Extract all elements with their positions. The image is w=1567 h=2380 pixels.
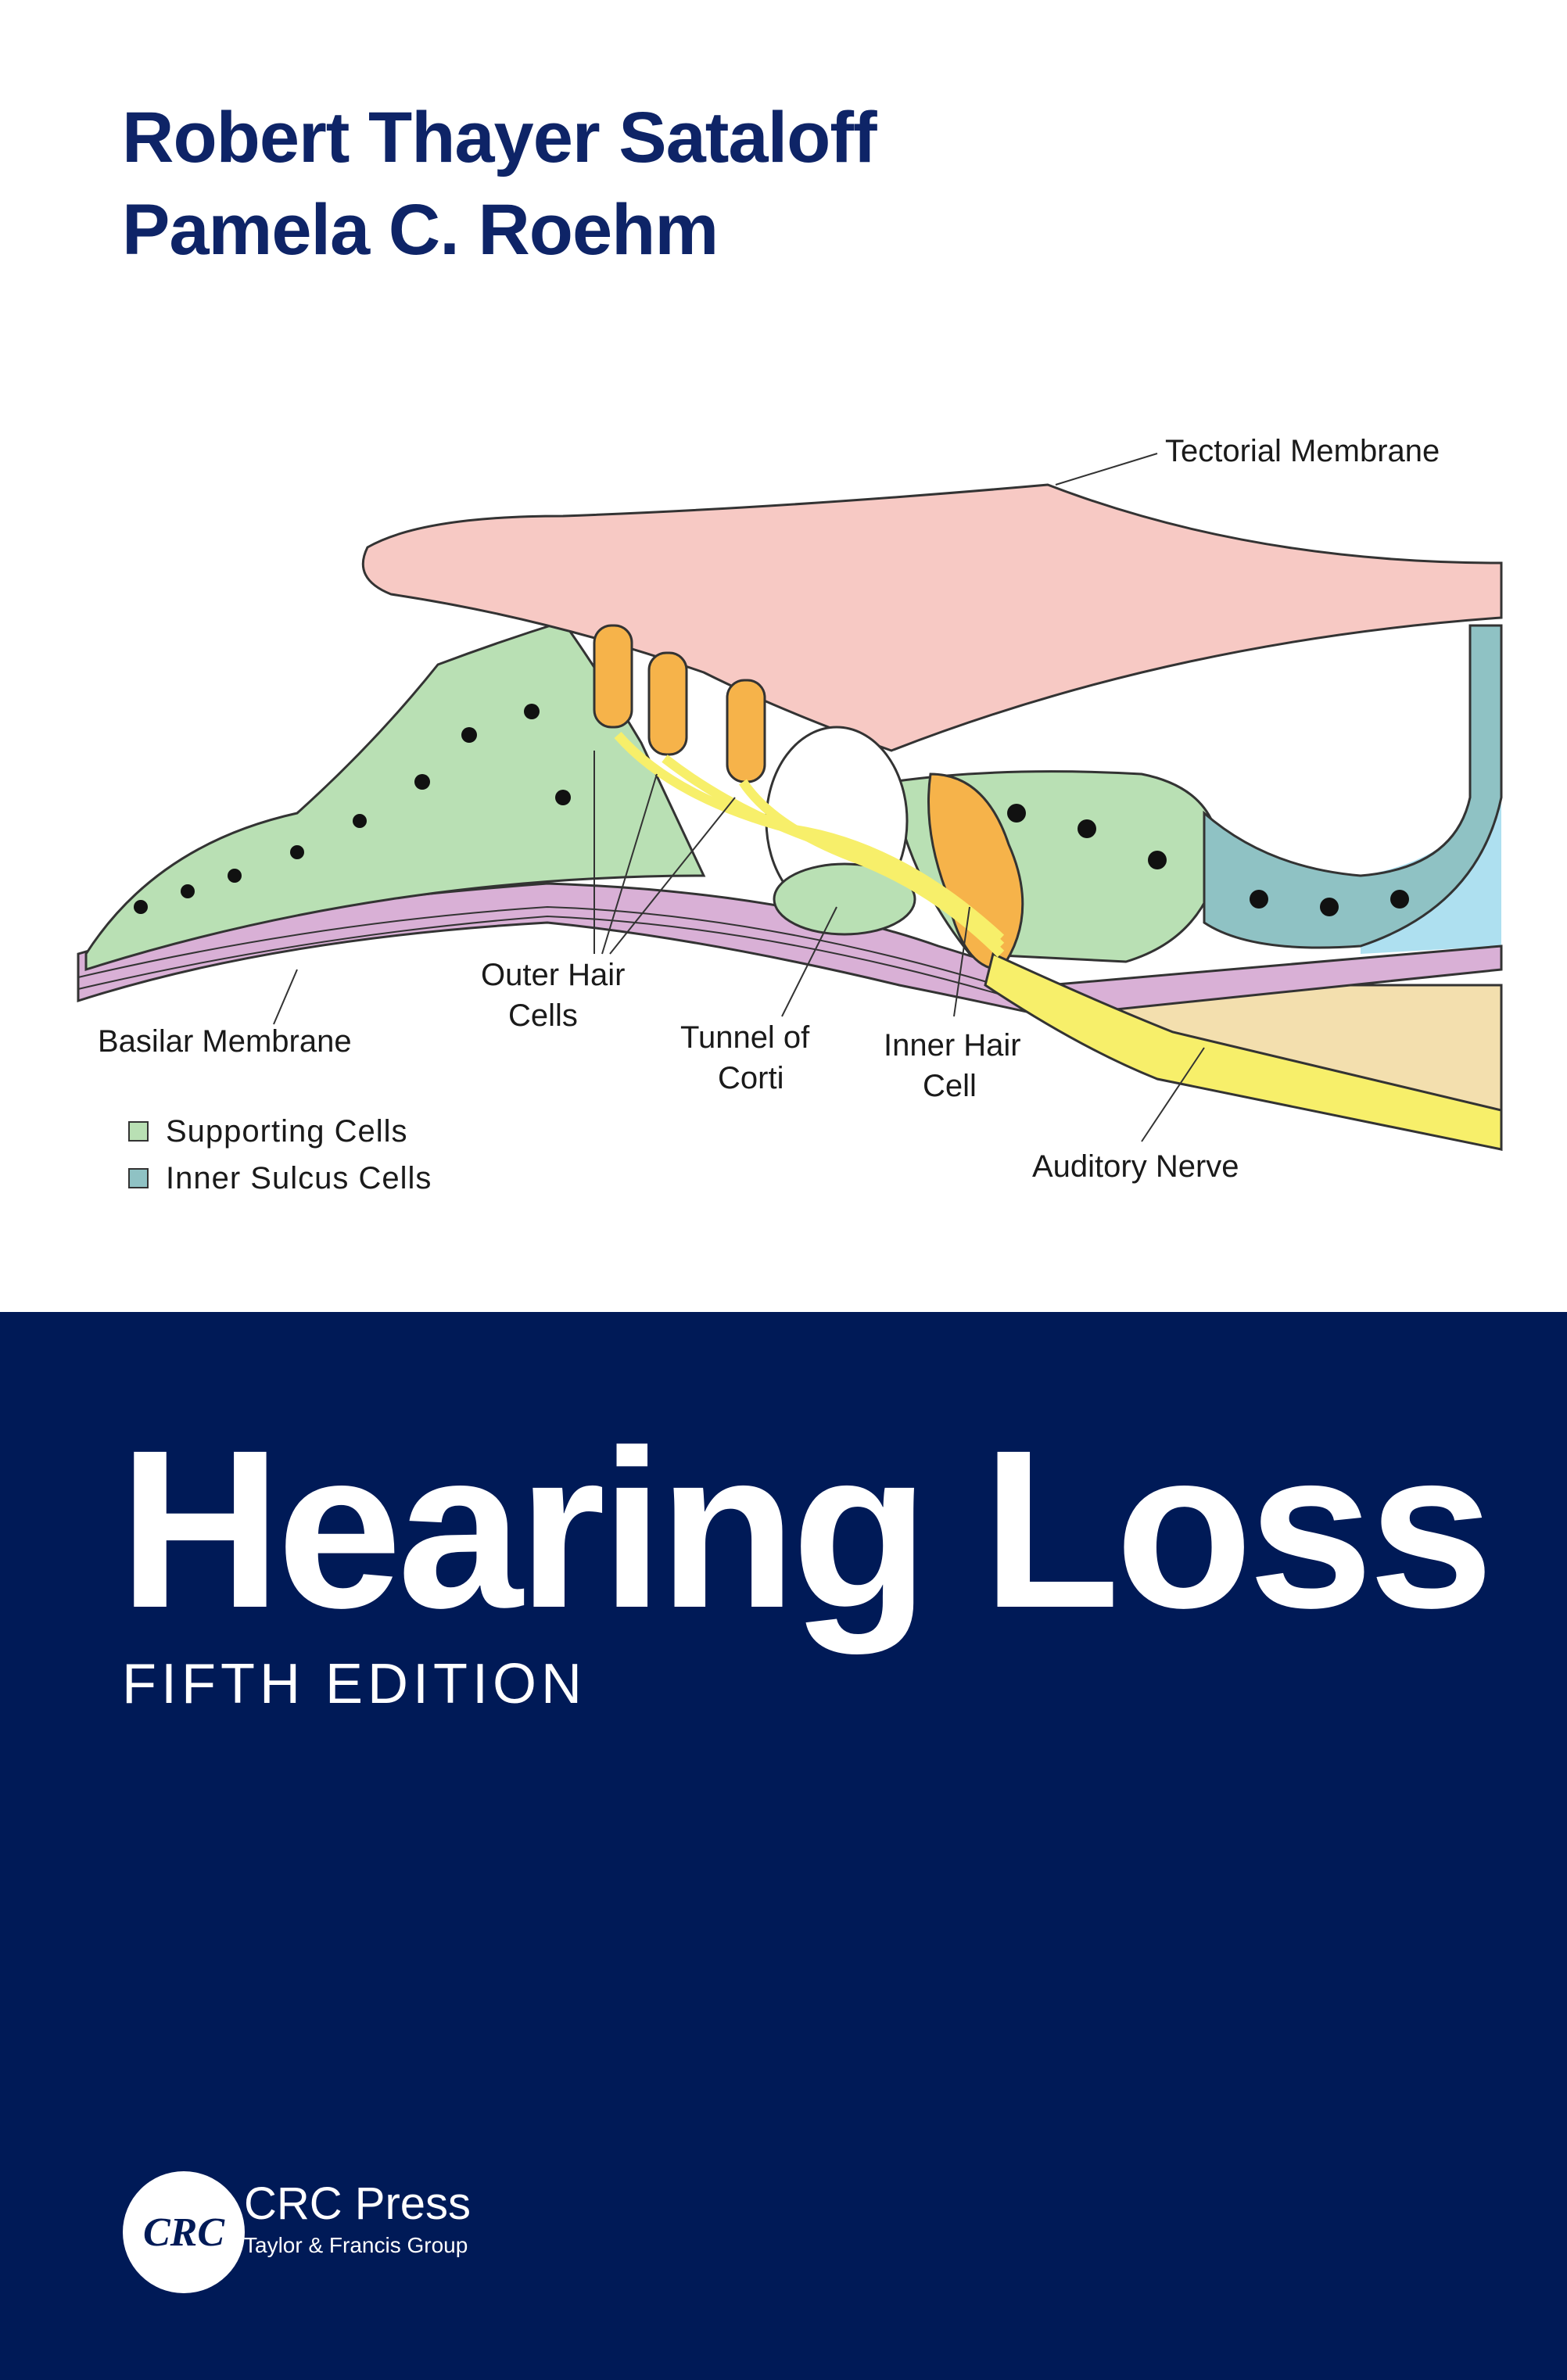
legend-supporting-cells: Supporting Cells <box>166 1114 408 1149</box>
label-auditory-nerve: Auditory Nerve <box>1032 1149 1239 1184</box>
outer-hair-cell <box>593 624 633 729</box>
svg-text:CRC: CRC <box>143 2210 225 2255</box>
legend-swatch <box>128 1168 149 1188</box>
label-outer-hair-cells: Outer Hair <box>481 958 626 992</box>
label-outer-hair-cells: Cells <box>508 998 578 1033</box>
label-tunnel-of-corti: Tunnel of <box>680 1020 810 1055</box>
legend-swatch <box>128 1121 149 1142</box>
author-name: Pamela C. Roehm <box>122 190 719 270</box>
legend-inner-sulcus-cells: Inner Sulcus Cells <box>166 1161 432 1195</box>
auditory-nerve <box>984 952 1503 1151</box>
tectorial-membrane <box>361 483 1503 752</box>
publisher-name: CRC Press <box>244 2178 472 2229</box>
label-tunnel-of-corti: Corti <box>718 1061 784 1095</box>
inner-sulcus-cells <box>1203 624 1503 949</box>
organ-of-corti-diagram: Tectorial Membrane Basilar Membrane Oute… <box>77 434 1503 1195</box>
outer-hair-cell <box>726 679 766 783</box>
label-basilar-membrane: Basilar Membrane <box>98 1024 352 1059</box>
label-inner-hair-cell: Cell <box>923 1069 977 1103</box>
outer-hair-cell <box>647 651 688 756</box>
label-tectorial-membrane: Tectorial Membrane <box>1165 434 1440 468</box>
book-title: Hearing Loss <box>119 1403 1493 1655</box>
author-name: Robert Thayer Sataloff <box>122 98 877 177</box>
supporting-cells-left <box>84 620 706 972</box>
book-edition: FIFTH EDITION <box>122 1653 586 1715</box>
cover-bottom-panel <box>0 1312 1567 2380</box>
publisher-group: Taylor & Francis Group <box>244 2233 468 2257</box>
label-inner-hair-cell: Inner Hair <box>884 1028 1021 1063</box>
crc-logo-icon: CRC <box>123 2171 245 2293</box>
